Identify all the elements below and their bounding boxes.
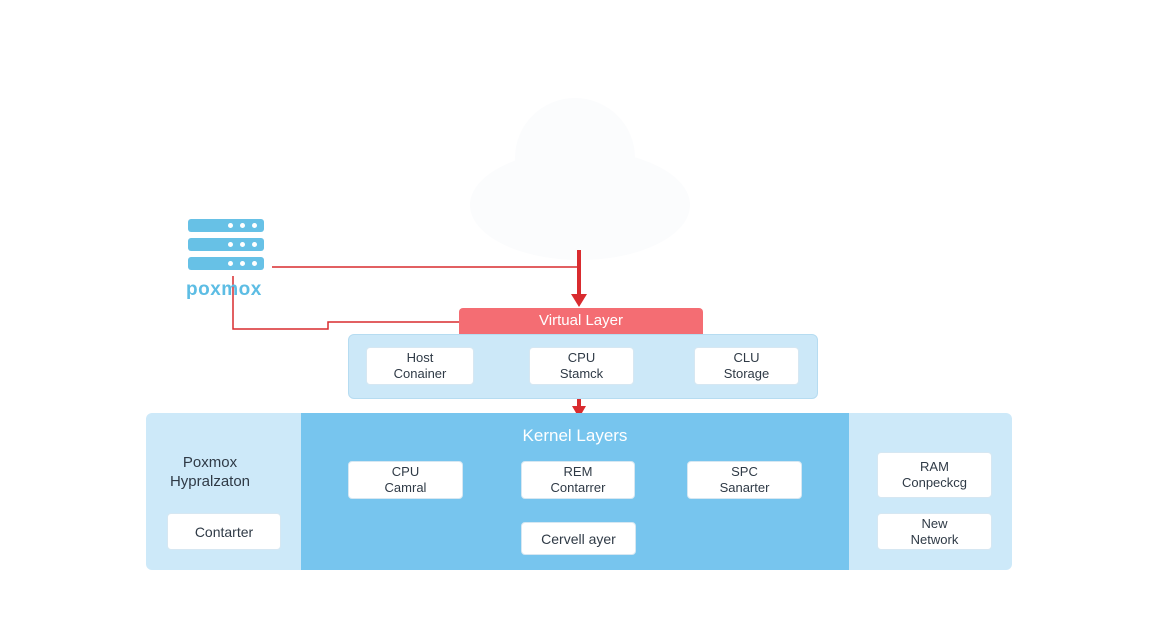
card-line: Conpeckcg — [901, 475, 968, 490]
kernel-card-ram: RAM Conpeckcg — [877, 452, 992, 498]
card-line: Conainer — [393, 366, 447, 381]
kernel-card-spc: SPC Sanarter — [687, 461, 802, 499]
virtual-layer-title: Virtual Layer — [459, 308, 703, 334]
card-line: Storage — [723, 366, 770, 381]
kernel-card-rem: REM Contarrer — [521, 461, 635, 499]
kernel-left-card: Contarter — [167, 513, 281, 550]
arrow-down-icon — [571, 294, 587, 307]
server-stack-icon — [188, 219, 264, 273]
card-line: Stamck — [559, 366, 604, 381]
arrow-down-icon — [572, 406, 586, 418]
kernel-card-cpu: CPU Camral — [348, 461, 463, 499]
card-line: REM — [563, 464, 593, 479]
kernel-card-bottom: Cervell ayer — [521, 522, 636, 555]
server-unit — [188, 238, 264, 251]
title-line: Hypralzaton — [169, 473, 251, 490]
server-unit — [188, 257, 264, 270]
card-line: Cervell ayer — [541, 530, 616, 547]
kernel-card-network: New Network — [877, 513, 992, 550]
card-line: CPU — [567, 350, 596, 365]
card-line: Camral — [384, 480, 427, 495]
brand-name: poxmox — [186, 279, 262, 300]
card-line: New — [921, 515, 948, 531]
card-line: Network — [910, 531, 959, 547]
card-line: Host — [406, 350, 434, 365]
card-line: SPC — [731, 464, 758, 479]
server-unit — [188, 219, 264, 232]
vl-card-storage: CLU Storage — [694, 347, 799, 385]
card-line: CLU — [733, 350, 760, 365]
kernel-left-title: Poxmox Hypralzaton — [160, 453, 260, 491]
kernel-layers-title: Kernel Layers — [522, 426, 628, 445]
card-line: Contarrer — [550, 480, 606, 495]
title-line: Poxmox — [182, 454, 238, 471]
card-line: Contarter — [194, 523, 254, 540]
card-line: RAM — [920, 459, 949, 474]
vl-card-host: Host Conainer — [366, 347, 474, 385]
vl-card-cpu: CPU Stamck — [529, 347, 634, 385]
background-cloud — [515, 98, 635, 218]
card-line: CPU — [391, 464, 420, 479]
card-line: Sanarter — [719, 480, 770, 495]
connector-line — [232, 276, 462, 330]
